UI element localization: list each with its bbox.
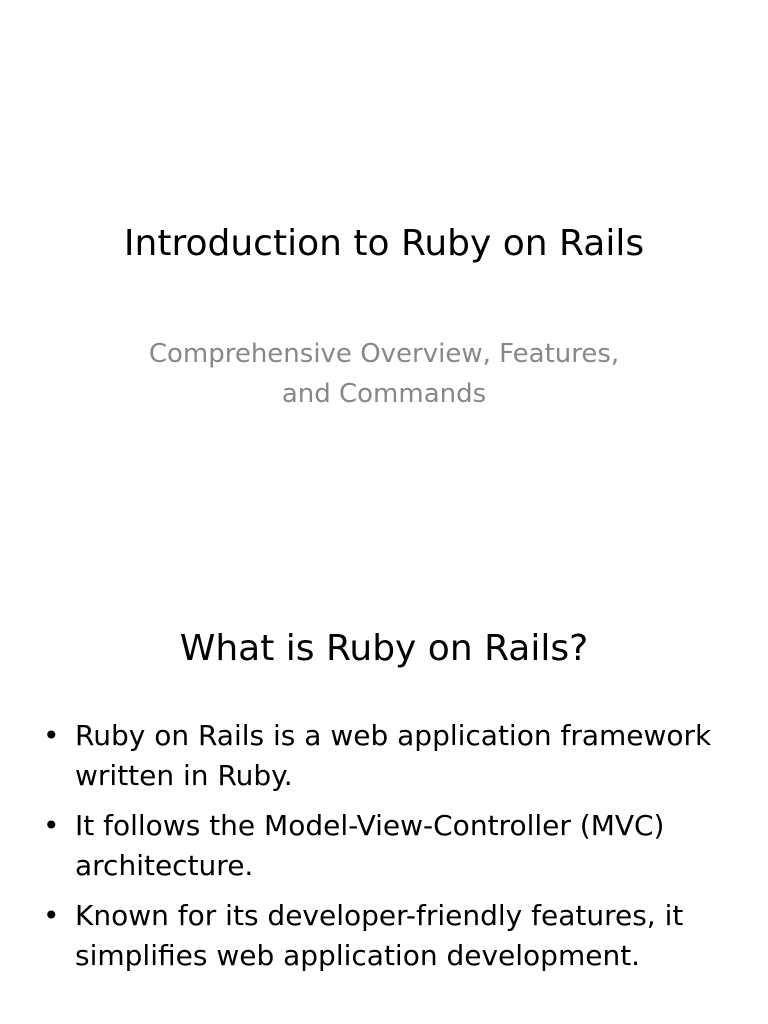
subtitle-line-2: and Commands: [281, 379, 487, 409]
title-slide: Introduction to Ruby on Rails Comprehens…: [104, 223, 664, 414]
bullet-icon: •: [43, 899, 60, 932]
subtitle-line-1: Comprehensive Overview, Features,: [148, 339, 620, 369]
bullet-item: • Known for its developer-friendly featu…: [40, 896, 730, 976]
bullet-item: • It follows the Model-View-Controller (…: [40, 806, 730, 886]
bullet-list: • Ruby on Rails is a web application fra…: [40, 716, 730, 986]
slide-subtitle: Comprehensive Overview, Features, and Co…: [104, 334, 664, 414]
bullet-item: • Ruby on Rails is a web application fra…: [40, 716, 730, 796]
slide-title: Introduction to Ruby on Rails: [123, 223, 645, 264]
bullet-text: Ruby on Rails is a web application frame…: [75, 719, 712, 792]
bullet-text: Known for its developer-friendly feature…: [75, 899, 684, 972]
bullet-text: It follows the Model-View-Controller (MV…: [75, 809, 665, 882]
bullet-icon: •: [43, 809, 60, 842]
content-slide: What is Ruby on Rails? • Ruby on Rails i…: [0, 576, 768, 1024]
slide-title: What is Ruby on Rails?: [179, 628, 589, 669]
bullet-icon: •: [43, 719, 60, 752]
